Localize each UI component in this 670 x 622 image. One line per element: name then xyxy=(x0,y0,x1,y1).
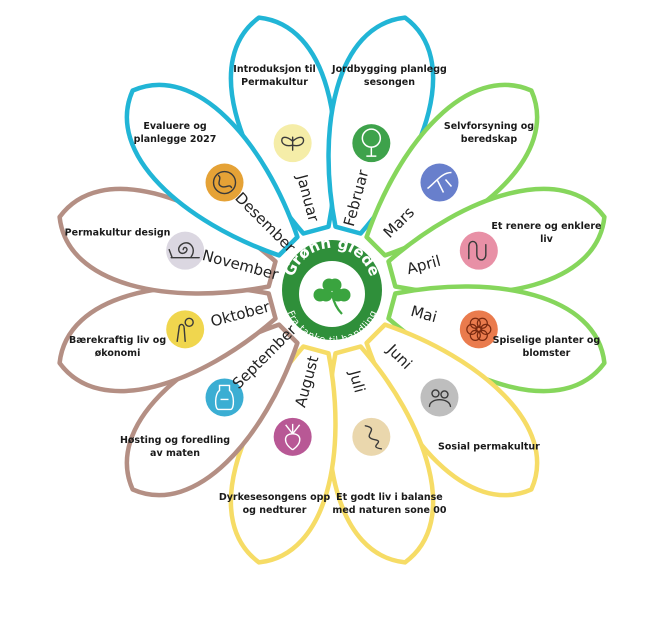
theme-label-april: Et renere og enklere liv xyxy=(491,220,602,245)
theme-label-desember: Evaluere og planlegge 2027 xyxy=(133,121,217,146)
theme-label-november: Permakultur design xyxy=(64,227,171,239)
petal-februar: Februar xyxy=(326,15,436,236)
people-icon xyxy=(420,378,459,417)
theme-label-januar: Introduksjon til Permakultur xyxy=(233,63,316,88)
theme-label-oktober: Bærekraftig liv og økonomi xyxy=(69,335,167,360)
snail-icon xyxy=(166,231,205,270)
tree-icon xyxy=(352,124,391,163)
bird-icon xyxy=(420,163,459,202)
theme-label-august: Dyrkesesongens opp og nedturer xyxy=(218,492,331,517)
path-icon xyxy=(352,417,391,456)
worm-icon xyxy=(459,231,498,270)
globe-icon xyxy=(205,163,244,202)
month-label-juli: Juli xyxy=(345,368,368,395)
clover-icon xyxy=(313,278,351,315)
beetroot-icon xyxy=(273,417,312,456)
theme-label-februar: Jordbygging planlegg sesongen xyxy=(332,63,447,88)
theme-label-juni: Sosial permakultur xyxy=(438,441,540,453)
theme-label-september: Høsting og foredling av maten xyxy=(119,434,231,459)
jar-icon xyxy=(205,378,244,417)
petal-august: August xyxy=(228,344,338,565)
theme-label-mai: Spiselige planter og blomster xyxy=(492,335,601,360)
flower-icon xyxy=(459,310,498,349)
butterfly-icon xyxy=(273,124,312,163)
hand-coin-icon xyxy=(166,310,205,349)
theme-label-juli: Et godt liv i balanse med naturen sone 0… xyxy=(332,492,447,517)
theme-label-mars: Selvforsyning og beredskap xyxy=(443,121,535,146)
